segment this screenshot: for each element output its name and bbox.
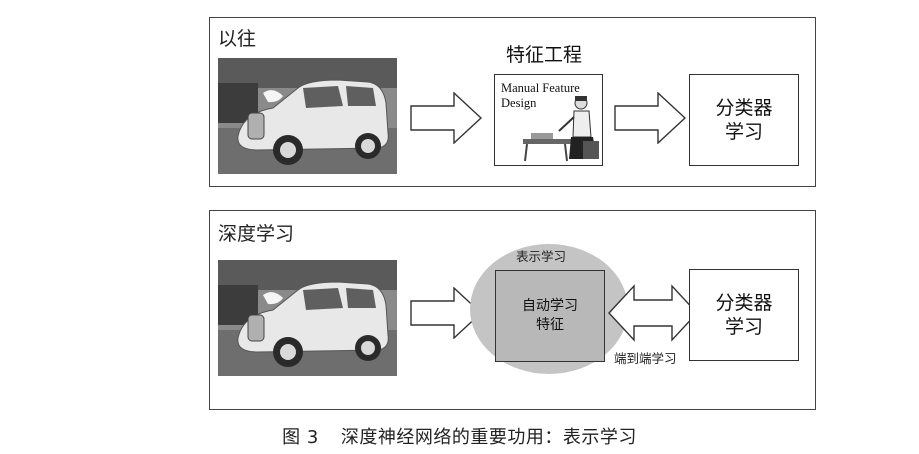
classifier-line2: 学习: [724, 121, 763, 143]
classifier-line1: 分类器: [715, 97, 773, 119]
auto-feature-text: 自动学习 特征: [496, 297, 604, 335]
auto-box-line2: 特征: [536, 317, 564, 333]
feature-box-line1: Manual Feature: [501, 81, 580, 95]
double-arrow-icon: [608, 284, 698, 342]
manual-feature-design-text: Manual Feature Design: [501, 81, 580, 111]
feature-box-line2: Design: [501, 96, 537, 110]
figure-caption-text: 深度神经网络的重要功用：表示学习: [340, 427, 637, 448]
feature-engineering-title: 特征工程: [506, 44, 583, 66]
classifier-line2: 学习: [724, 316, 763, 338]
classifier-text-bottom: 分类器 学习: [690, 291, 798, 339]
classifier-text-top: 分类器 学习: [690, 96, 798, 144]
panel-label-traditional: 以往: [218, 28, 257, 50]
right-arrow-icon: [410, 92, 482, 144]
classifier-line1: 分类器: [715, 292, 773, 314]
person-at-workbench-icon: [523, 96, 599, 162]
panel-label-deep-learning: 深度学习: [218, 223, 295, 245]
manual-feature-design-box: Manual Feature Design: [494, 74, 603, 166]
classifier-learning-box-top: 分类器 学习: [689, 74, 799, 166]
figure-caption: 图 3 深度神经网络的重要功用：表示学习: [0, 423, 919, 449]
figure-number: 图 3: [282, 427, 319, 448]
vintage-car-photo-icon: [218, 58, 397, 174]
representation-learning-label: 表示学习: [516, 249, 567, 264]
end-to-end-learning-label: 端到端学习: [614, 351, 677, 366]
auto-box-line1: 自动学习: [522, 298, 578, 314]
vintage-car-photo-icon: [218, 260, 397, 376]
classifier-learning-box-bottom: 分类器 学习: [689, 269, 799, 361]
auto-feature-learning-box: 自动学习 特征: [495, 270, 605, 362]
right-arrow-icon: [614, 92, 686, 144]
right-arrow-icon: [410, 287, 482, 339]
